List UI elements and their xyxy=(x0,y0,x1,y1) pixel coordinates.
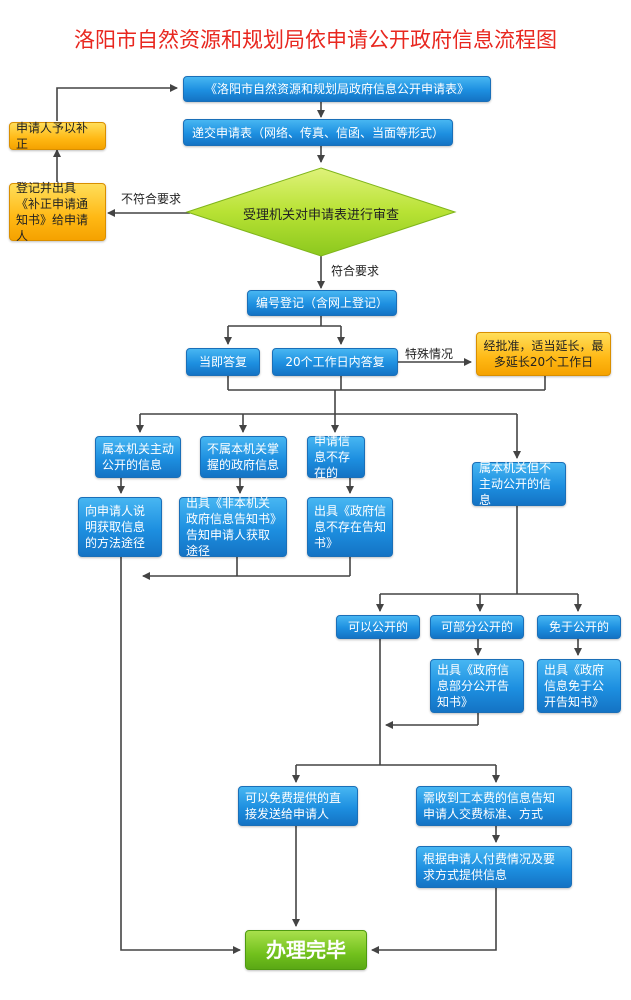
page-title: 洛阳市自然资源和规划局依申请公开政府信息流程图 xyxy=(74,28,557,52)
free-provide-box: 可以免费提供的直接发送给申请人 xyxy=(238,786,358,826)
done-box: 办理完毕 xyxy=(245,930,367,970)
review-diamond xyxy=(185,167,457,257)
application-form-box: 《洛阳市自然资源和规划局政府信息公开申请表》 xyxy=(183,76,491,102)
extension-box: 经批准，适当延长，最多延长20个工作日 xyxy=(476,332,611,376)
supplement-box: 申请人予以补正 xyxy=(9,121,106,151)
special-label: 特殊情况 xyxy=(405,347,454,361)
meet-label: 符合要求 xyxy=(331,264,380,278)
public-active-box: 属本机关主动公开的信息 xyxy=(95,436,181,478)
correction-notice-box: 登记并出具《补正申请通知书》给申请人 xyxy=(9,181,106,243)
partial-open-box: 可部分公开的 xyxy=(430,615,524,639)
not-exist-box: 申请信息不存在的 xyxy=(307,434,365,480)
not-exist-notice-box: 出具《政府信息不存在告知书》 xyxy=(307,497,393,557)
exempt-notice-box: 出具《政府信息免于公开告知书》 xyxy=(537,659,621,713)
explain-way-box: 向申请人说明获取信息的方法途径 xyxy=(78,497,162,557)
fee-notice-box: 需收到工本费的信息告知申请人交费标准、方式 xyxy=(416,786,572,826)
review-label: 受理机关对申请表进行审查 xyxy=(242,208,399,223)
partial-notice-box: 出具《政府信息部分公开告知书》 xyxy=(430,659,524,713)
exempt-box: 免于公开的 xyxy=(537,615,621,639)
not-meet-label: 不符合要求 xyxy=(121,192,182,206)
provide-by-payment-box: 根据申请人付费情况及要求方式提供信息 xyxy=(416,846,572,888)
reply-20-days-box: 20个工作日内答复 xyxy=(272,348,398,376)
immediate-reply-box: 当即答复 xyxy=(186,348,260,376)
can-open-box: 可以公开的 xyxy=(336,615,420,639)
not-held-notice-box: 出具《非本机关政府信息告知书》告知申请人获取途径 xyxy=(179,496,287,558)
not-active-box: 属本机关但不主动公开的信息 xyxy=(472,461,566,507)
register-box: 编号登记（含网上登记） xyxy=(247,290,397,316)
not-held-box: 不属本机关掌握的政府信息 xyxy=(200,436,287,478)
submit-box: 递交申请表（网络、传真、信函、当面等形式） xyxy=(183,119,453,146)
